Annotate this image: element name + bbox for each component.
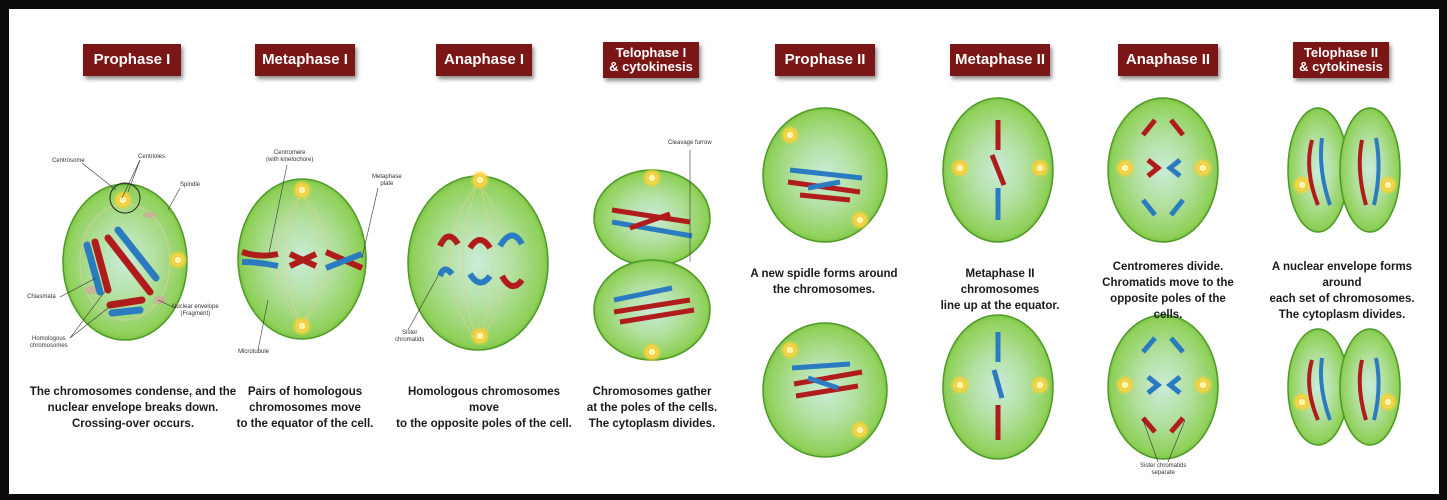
caption-metaphase1: Pairs of homologous chromosomes move to … xyxy=(235,384,375,432)
header-anaphase1: Anaphase I xyxy=(436,44,532,76)
anaphase1-cell xyxy=(408,170,548,350)
label-sister-chromatids-separate: Sister chromatids separate xyxy=(1140,463,1186,477)
header-metaphase1: Metaphase I xyxy=(255,44,355,76)
caption-prophase1: The chromosomes condense, and the nuclea… xyxy=(28,384,238,432)
label-microtubule: Microtubule xyxy=(238,349,269,356)
telophase1-cells xyxy=(594,150,710,362)
prophase1-cell xyxy=(60,160,188,340)
label-chiasmata: Chiasmata xyxy=(27,294,56,301)
caption-telophase1: Chromosomes gather at the poles of the c… xyxy=(580,384,724,432)
label-metaphase-plate: Metaphase plate xyxy=(372,174,402,188)
label-centrioles: Centrioles xyxy=(138,154,165,161)
metaphase1-cell xyxy=(238,165,378,350)
header-telophase2: Telophase II & cytokinesis xyxy=(1293,42,1389,78)
caption-anaphase1: Homologous chromosomes move to the oppos… xyxy=(396,384,572,432)
caption-anaphase2: Centromeres divide. Chromatids move to t… xyxy=(1098,259,1238,323)
header-metaphase2: Metaphase II xyxy=(950,44,1050,76)
label-homologous-chromosomes: Homologous chromosomes xyxy=(30,336,68,350)
label-centrosome: Centrosome xyxy=(52,158,85,165)
label-cleavage-furrow: Cleavage furrow xyxy=(668,140,712,147)
label-sister-chromatids: Sister chromatids xyxy=(395,330,424,344)
caption-metaphase2: Metaphase II chromosomes line up at the … xyxy=(926,266,1074,314)
label-nuclear-envelope: Nuclear envelope (Fragment) xyxy=(172,304,219,318)
caption-telophase2: A nuclear envelope forms around each set… xyxy=(1252,259,1432,323)
label-spindle: Spindle xyxy=(180,182,200,189)
caption-prophase2: A new spidle forms around the chromosome… xyxy=(746,266,902,298)
header-telophase1: Telophase I & cytokinesis xyxy=(603,42,699,78)
header-prophase2: Prophase II xyxy=(775,44,875,76)
header-anaphase2: Anaphase II xyxy=(1118,44,1218,76)
header-prophase1: Prophase I xyxy=(83,44,181,76)
label-centromere: Centromere (with kinetochore) xyxy=(266,150,313,164)
